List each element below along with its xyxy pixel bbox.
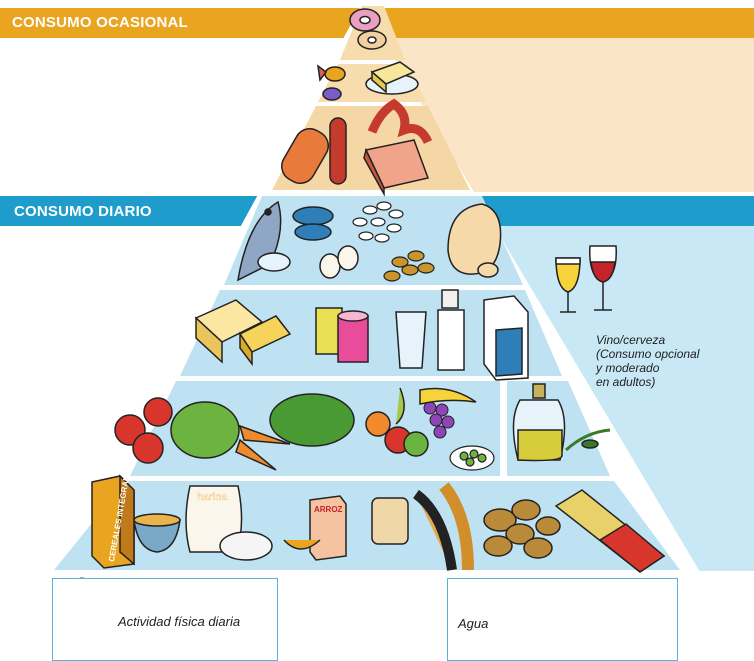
peas-icon [450, 446, 494, 470]
yogurt-icon [316, 308, 368, 362]
milk-glass-icon [396, 312, 426, 368]
flour-sack-label: harina [197, 492, 227, 503]
milk-carton-icon [484, 296, 528, 380]
note-line-1: Vino/cerveza [596, 333, 746, 347]
beer-glass-icon [556, 258, 580, 312]
rice-box-label: ARROZ [314, 505, 343, 514]
note-line-3: y moderado [596, 361, 746, 375]
water-label: Agua [458, 616, 488, 631]
note-line-4: en adultos) [596, 375, 746, 389]
note-line-2: (Consumo opcional [596, 347, 746, 361]
wine-glass-icon [590, 246, 616, 310]
wine-beer-note: Vino/cerveza (Consumo opcional y moderad… [596, 333, 746, 389]
activity-label: Actividad física diaria [118, 614, 240, 629]
